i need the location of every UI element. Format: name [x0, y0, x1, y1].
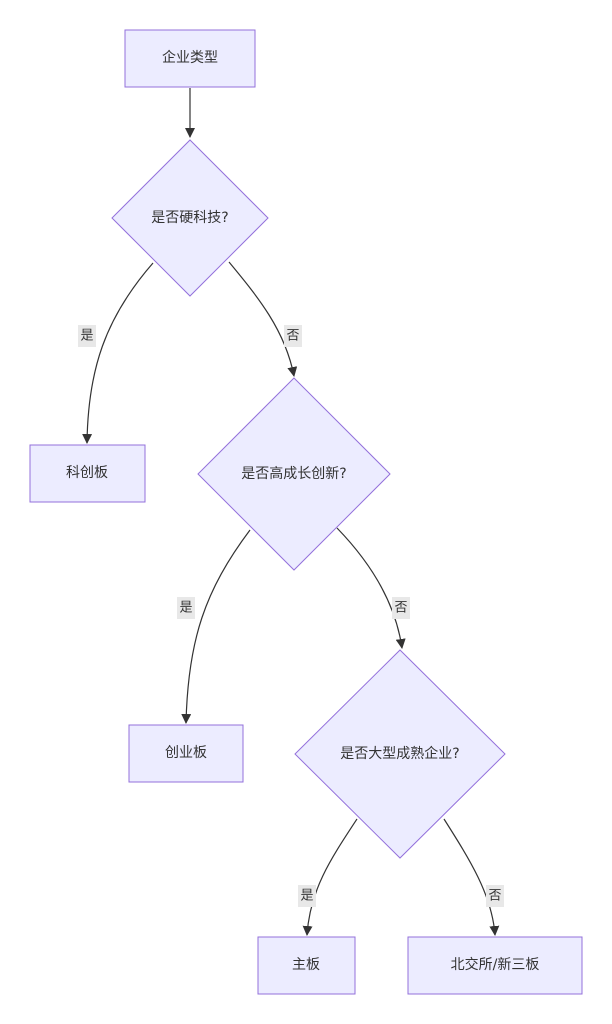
edge-label-hardtech-no: 否	[284, 325, 302, 347]
edge-label-highgrowth-yes: 是	[177, 597, 195, 619]
edge-label-text: 是	[300, 889, 313, 904]
node-bse-neeq[interactable]: 北交所/新三板	[407, 936, 583, 995]
decision-label: 是否硬科技?	[151, 210, 228, 226]
edge-label-text: 是	[80, 329, 93, 344]
decision-is-large-mature[interactable]: 是否大型成熟企业?	[294, 649, 506, 859]
edge-mature-yes	[302, 818, 358, 936]
node-chinext[interactable]: 创业板	[128, 724, 244, 783]
node-main-board[interactable]: 主板	[257, 936, 356, 995]
node-enterprise-type[interactable]: 企业类型	[124, 29, 256, 88]
edge-label-mature-yes: 是	[298, 885, 316, 907]
edge-label-mature-no: 否	[486, 885, 504, 907]
edge-label-text: 否	[286, 329, 299, 344]
edges	[82, 88, 500, 936]
node-label: 主板	[292, 957, 320, 973]
edge-hardtech-no	[228, 261, 298, 377]
node-star-market[interactable]: 科创板	[29, 444, 146, 503]
edge-hardtech-yes	[82, 262, 154, 444]
edge-label-hardtech-yes: 是	[78, 325, 96, 347]
node-label: 创业板	[165, 745, 207, 761]
node-label: 企业类型	[162, 49, 218, 66]
decision-label: 是否高成长创新?	[241, 465, 346, 482]
edge-highgrowth-yes	[181, 529, 251, 724]
decision-label: 是否大型成熟企业?	[340, 745, 459, 762]
decision-is-high-growth[interactable]: 是否高成长创新?	[197, 377, 391, 571]
edge-label-text: 是	[179, 601, 192, 616]
edge-label-text: 否	[488, 889, 501, 904]
node-label: 北交所/新三板	[451, 956, 540, 973]
edge-label-text: 否	[394, 601, 407, 616]
edge-mature-no	[443, 818, 500, 936]
node-label: 科创板	[66, 465, 108, 481]
decision-is-hard-tech[interactable]: 是否硬科技?	[111, 139, 269, 297]
edge-label-highgrowth-no: 否	[392, 597, 410, 619]
edge-highgrowth-no	[336, 527, 406, 649]
